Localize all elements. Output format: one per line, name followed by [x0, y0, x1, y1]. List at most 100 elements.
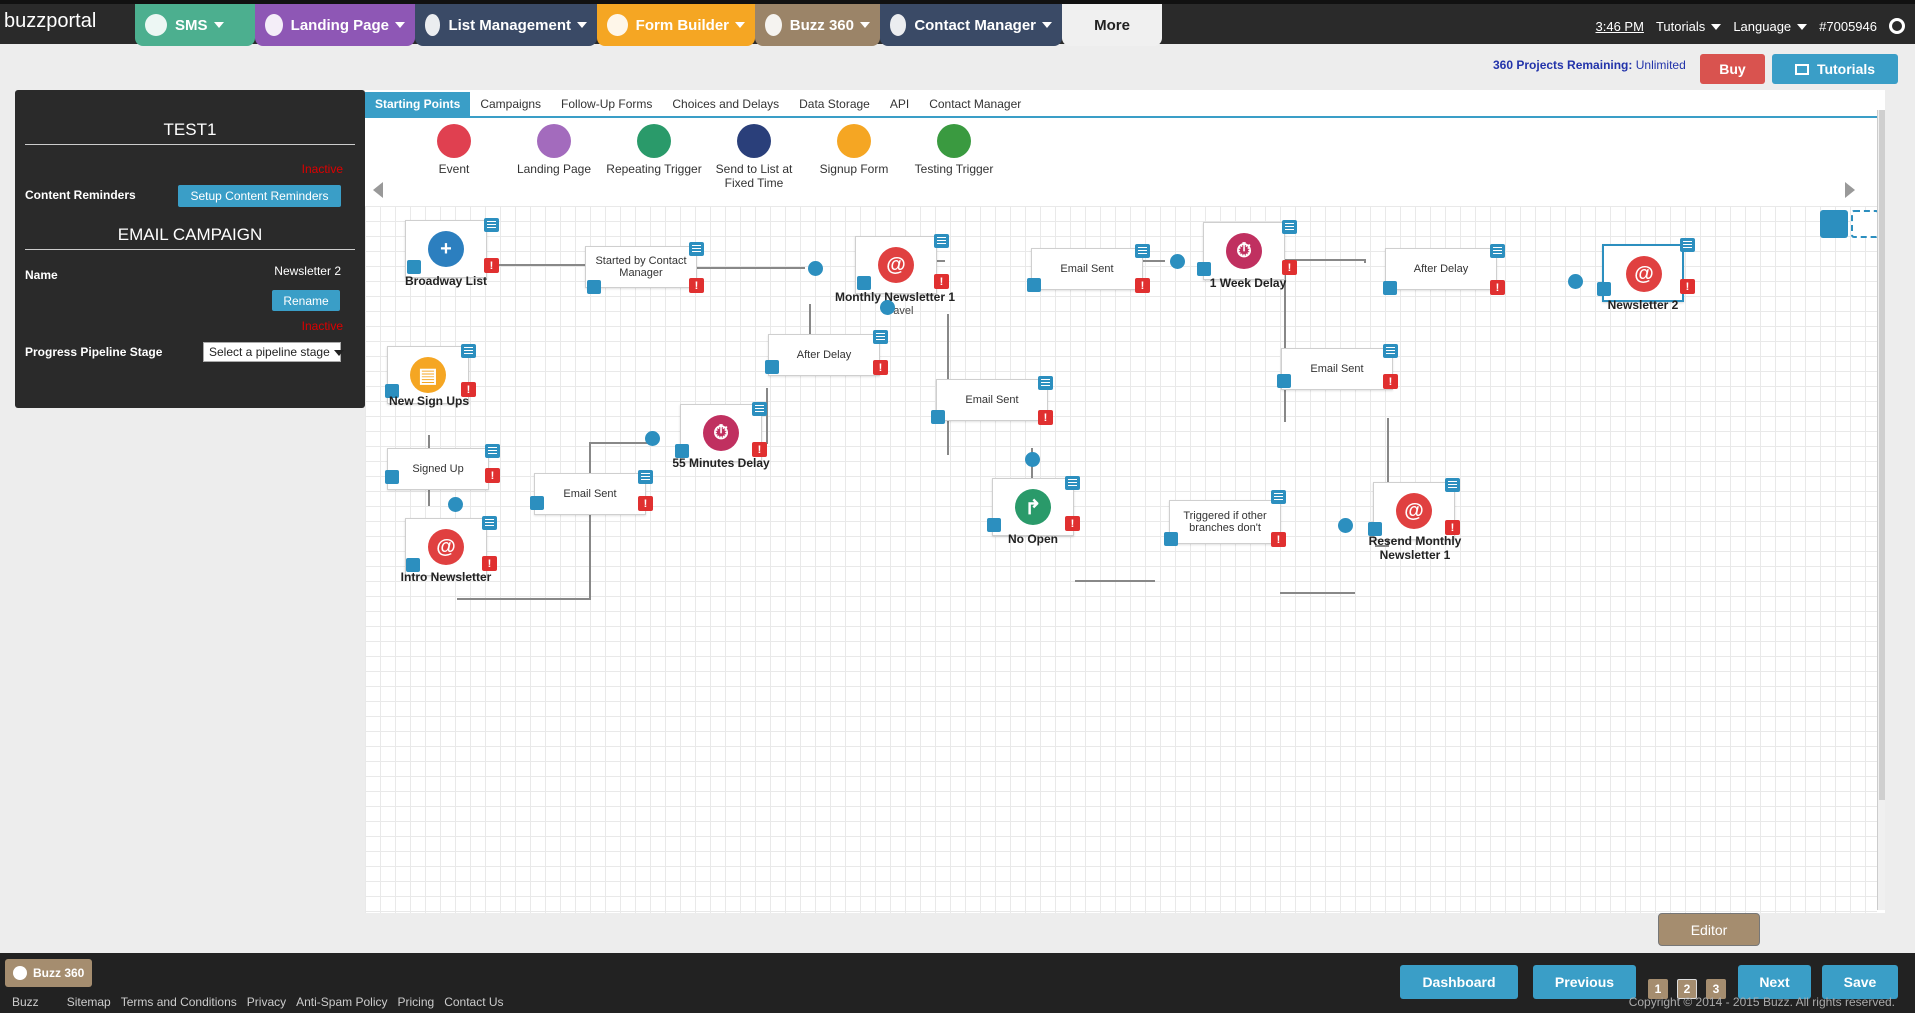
menu-icon[interactable]: [1490, 244, 1505, 258]
share-icon[interactable]: [407, 260, 421, 274]
menu-icon[interactable]: [934, 234, 949, 248]
error-icon[interactable]: !: [1282, 260, 1297, 275]
tutorials-button[interactable]: Tutorials: [1772, 54, 1898, 84]
share-icon[interactable]: [1368, 522, 1382, 536]
previous-button[interactable]: Previous: [1533, 965, 1636, 999]
share-icon[interactable]: [931, 410, 945, 424]
workflow-canvas[interactable]: + ! Broadway List Started by Contact Man…: [365, 206, 1877, 913]
connector-dot[interactable]: [880, 300, 895, 315]
buy-button[interactable]: Buy: [1700, 54, 1765, 84]
error-icon[interactable]: !: [484, 258, 499, 273]
tab-api[interactable]: API: [889, 97, 910, 111]
menu-icon[interactable]: [1135, 244, 1150, 258]
edge-triggered-other-branches[interactable]: Triggered if other branches don't: [1169, 500, 1281, 544]
account-number[interactable]: #7005946: [1819, 18, 1877, 34]
node-new-sign-ups[interactable]: ▤: [387, 346, 469, 404]
edge-email-sent[interactable]: Email Sent: [534, 473, 646, 515]
error-icon[interactable]: !: [1680, 279, 1695, 294]
tab-starting-points[interactable]: Starting Points: [365, 92, 471, 116]
menu-icon[interactable]: [1680, 238, 1695, 252]
connector-dot[interactable]: [448, 497, 463, 512]
share-icon[interactable]: [987, 518, 1001, 532]
edge-signed-up[interactable]: Signed Up: [387, 448, 489, 490]
footer-link-pricing[interactable]: Pricing: [397, 995, 435, 1009]
tab-choices-delays[interactable]: Choices and Delays: [672, 97, 780, 111]
menu-icon[interactable]: [1065, 476, 1080, 490]
edge-email-sent[interactable]: Email Sent: [1281, 348, 1393, 390]
palette-send-fixed-time[interactable]: Send to List at Fixed Time: [704, 124, 804, 190]
connector-dot[interactable]: [808, 261, 823, 276]
pipeline-stage-select[interactable]: Select a pipeline stage: [203, 342, 341, 362]
page-3-button[interactable]: 3: [1706, 979, 1726, 999]
tab-data-storage[interactable]: Data Storage: [799, 97, 870, 111]
app-logo[interactable]: buzzportal: [4, 10, 97, 32]
share-icon[interactable]: [857, 276, 871, 290]
scrollbar-thumb[interactable]: [1879, 110, 1885, 800]
share-icon[interactable]: [765, 360, 779, 374]
error-icon[interactable]: !: [752, 442, 767, 457]
save-button[interactable]: Save: [1822, 965, 1898, 999]
share-icon[interactable]: [1383, 281, 1397, 295]
connector-dot[interactable]: [1568, 274, 1583, 289]
menu-icon[interactable]: [1445, 478, 1460, 492]
node-newsletter-2[interactable]: @: [1602, 244, 1684, 302]
nav-more[interactable]: More: [1062, 4, 1162, 46]
error-icon[interactable]: !: [461, 382, 476, 397]
nav-buzz-360[interactable]: Buzz 360: [755, 4, 880, 46]
error-icon[interactable]: !: [1271, 532, 1286, 547]
error-icon[interactable]: !: [1038, 410, 1053, 425]
share-icon[interactable]: [406, 558, 420, 572]
menu-icon[interactable]: [461, 344, 476, 358]
error-icon[interactable]: !: [1065, 516, 1080, 531]
nav-landing-page[interactable]: Landing Page: [255, 4, 415, 46]
tag-tool-icon[interactable]: [1820, 210, 1848, 238]
palette-repeating-trigger[interactable]: Repeating Trigger: [604, 124, 704, 176]
language-menu[interactable]: Language: [1733, 19, 1808, 34]
chevron-right-icon[interactable]: [1845, 182, 1855, 198]
footer-link-buzz[interactable]: Buzz: [12, 995, 39, 1009]
share-icon[interactable]: [1197, 262, 1211, 276]
node-1-week-delay[interactable]: ⏱: [1203, 222, 1285, 280]
connector-dot[interactable]: [1170, 254, 1185, 269]
share-icon[interactable]: [385, 470, 399, 484]
error-icon[interactable]: !: [1490, 280, 1505, 295]
palette-testing-trigger[interactable]: Testing Trigger: [904, 124, 1004, 176]
share-icon[interactable]: [1027, 278, 1041, 292]
node-no-open[interactable]: ↱: [992, 478, 1074, 536]
error-icon[interactable]: !: [873, 360, 888, 375]
palette-signup-form[interactable]: Signup Form: [804, 124, 904, 176]
nav-list-management[interactable]: List Management: [415, 4, 597, 46]
footer-link-contact[interactable]: Contact Us: [444, 995, 504, 1009]
node-resend-monthly-newsletter-1[interactable]: @: [1373, 482, 1455, 540]
buzz-360-badge[interactable]: Buzz 360: [5, 959, 93, 987]
share-icon[interactable]: [1277, 374, 1291, 388]
edge-after-delay[interactable]: After Delay: [1385, 248, 1497, 290]
error-icon[interactable]: !: [689, 278, 704, 293]
menu-icon[interactable]: [752, 402, 767, 416]
footer-link-terms[interactable]: Terms and Conditions: [120, 995, 237, 1009]
menu-icon[interactable]: [484, 218, 499, 232]
footer-link-sitemap[interactable]: Sitemap: [66, 995, 111, 1009]
node-55-minutes-delay[interactable]: ⏱: [680, 404, 762, 462]
tab-campaigns[interactable]: Campaigns: [480, 97, 542, 111]
menu-icon[interactable]: [873, 330, 888, 344]
share-icon[interactable]: [1597, 282, 1611, 296]
edge-after-delay[interactable]: After Delay: [768, 334, 880, 376]
footer-link-anti-spam[interactable]: Anti-Spam Policy: [296, 995, 388, 1009]
error-icon[interactable]: !: [1445, 520, 1460, 535]
nav-contact-manager[interactable]: Contact Manager: [880, 4, 1062, 46]
nav-form-builder[interactable]: Form Builder: [597, 4, 755, 46]
menu-icon[interactable]: [638, 470, 653, 484]
page-2-button[interactable]: 2: [1677, 979, 1697, 999]
edge-email-sent[interactable]: Email Sent: [1031, 248, 1143, 290]
select-tool-icon[interactable]: [1851, 210, 1877, 238]
chevron-left-icon[interactable]: [373, 182, 383, 198]
footer-link-privacy[interactable]: Privacy: [246, 995, 287, 1009]
nav-sms[interactable]: SMS: [135, 4, 255, 46]
edge-email-sent[interactable]: Email Sent: [936, 379, 1048, 421]
menu-icon[interactable]: [482, 516, 497, 530]
share-icon[interactable]: [385, 384, 399, 398]
error-icon[interactable]: !: [934, 274, 949, 289]
connector-dot[interactable]: [1338, 518, 1353, 533]
menu-icon[interactable]: [689, 242, 704, 256]
